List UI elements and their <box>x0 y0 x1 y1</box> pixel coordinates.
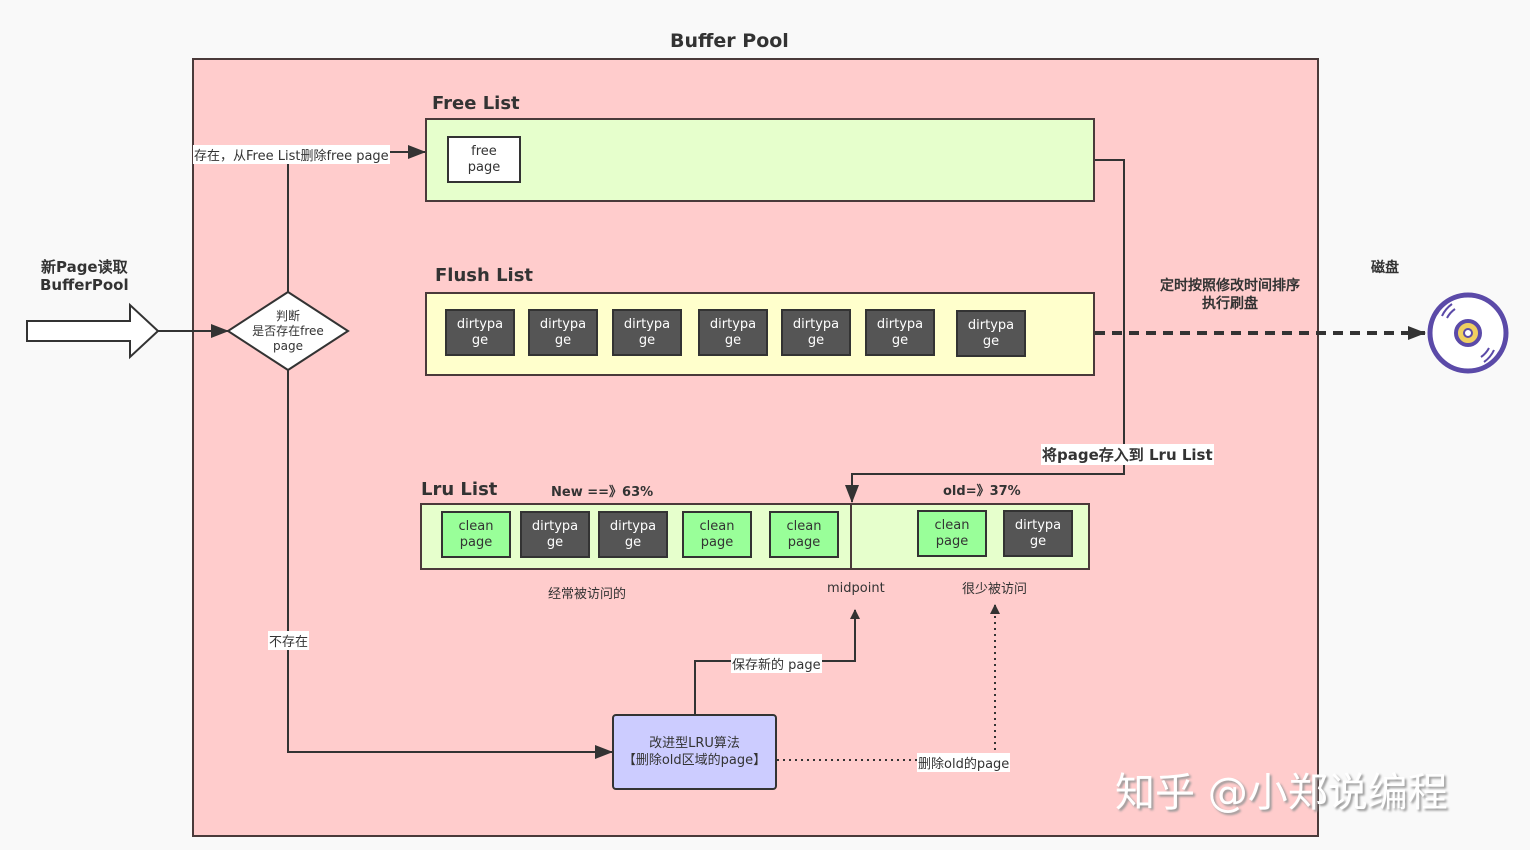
page-line1: dirtypa <box>1014 517 1062 533</box>
edge-label-flush-line2: 执行刷盘 <box>1202 296 1258 312</box>
decision-line1: 判断 <box>275 309 300 323</box>
page-line1: dirtypa <box>456 316 504 332</box>
edge-label-not-exists: 不存在 <box>268 631 310 650</box>
algorithm-line1: 改进型LRU算法 <box>649 736 740 751</box>
page-line2: ge <box>471 332 489 348</box>
page-line1: clean <box>786 518 822 534</box>
page-line2: page <box>459 534 493 550</box>
page-line2: page <box>700 534 734 550</box>
midpoint-label: midpoint <box>827 581 885 596</box>
edge-delete-old <box>777 604 1000 761</box>
page-line2: ge <box>546 534 564 550</box>
midpoint-divider <box>850 503 852 570</box>
free-list-box <box>425 118 1095 202</box>
page-line2: page <box>787 534 821 550</box>
page-line2: ge <box>982 333 1000 349</box>
watermark: 知乎 @小郑说编程 <box>1115 770 1448 816</box>
page-line1: dirtypa <box>539 316 587 332</box>
edge-to-lru <box>845 159 1125 503</box>
input-label-line1: 新Page读取 <box>40 258 128 276</box>
lru-new-ratio: New ==》63% <box>551 485 654 500</box>
page-line1: clean <box>934 517 970 533</box>
decision-line2: 是否存在free <box>252 324 324 338</box>
edge-label-flush: 定时按照修改时间排序 执行刷盘 <box>1150 277 1310 313</box>
lru-algorithm-box: 改进型LRU算法【删除old区域的page】 <box>612 714 777 790</box>
page-line1: dirtypa <box>876 316 924 332</box>
flush-list-title: Flush List <box>435 265 534 286</box>
disk-label: 磁盘 <box>1371 260 1399 276</box>
page-line1: dirtypa <box>609 518 657 534</box>
page-line2: ge <box>638 332 656 348</box>
free-list-title: Free List <box>432 93 520 114</box>
disk-icon <box>1427 292 1509 374</box>
edge-label-to-lru: 将page存入到 Lru List <box>1041 444 1214 465</box>
edge-label-save-new: 保存新的 page <box>731 654 822 673</box>
lru-old-ratio: old=》37% <box>943 484 1021 499</box>
free-page-line1: free <box>471 143 497 159</box>
page-line2: ge <box>1029 533 1047 549</box>
page-line1: clean <box>458 518 494 534</box>
page-line2: ge <box>624 534 642 550</box>
page-line1: dirtypa <box>531 518 579 534</box>
free-page-line2: page <box>467 159 501 175</box>
page-line2: ge <box>724 332 742 348</box>
edge-label-exists: 存在，从Free List删除free page <box>193 145 390 164</box>
page-line2: page <box>935 533 969 549</box>
page-line2: ge <box>554 332 572 348</box>
page-line1: clean <box>699 518 735 534</box>
algorithm-line2: 【删除old区域的page】 <box>622 753 767 768</box>
page-line1: dirtypa <box>967 317 1015 333</box>
lru-list-title: Lru List <box>421 479 498 500</box>
edge-label-flush-line1: 定时按照修改时间排序 <box>1160 278 1300 294</box>
decision-text: 判断 是否存在free page <box>238 309 338 354</box>
page-line1: dirtypa <box>792 316 840 332</box>
buffer-pool-title: Buffer Pool <box>670 30 789 52</box>
input-arrow <box>26 302 160 360</box>
lru-new-caption: 经常被访问的 <box>548 587 627 602</box>
lru-old-caption: 很少被访问 <box>962 582 1028 597</box>
page-line2: ge <box>891 332 909 348</box>
input-label-line2: BufferPool <box>40 276 129 294</box>
page-line2: ge <box>807 332 825 348</box>
input-label: 新Page读取 BufferPool <box>40 258 129 294</box>
page-line1: dirtypa <box>709 316 757 332</box>
decision-line3: page <box>273 339 303 353</box>
page-line1: dirtypa <box>623 316 671 332</box>
edge-not-exists <box>287 370 613 759</box>
edge-exists <box>287 145 426 292</box>
edge-label-delete-old: 删除old的page <box>917 753 1011 772</box>
